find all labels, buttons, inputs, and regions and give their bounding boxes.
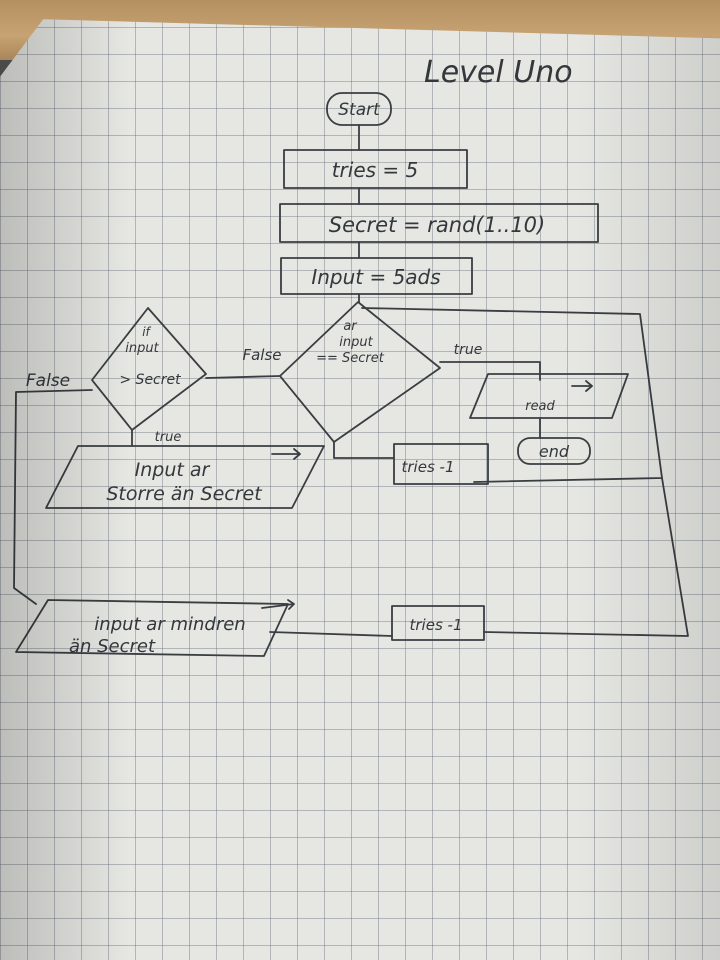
arrow-icon bbox=[271, 448, 301, 460]
decision-main-line2: input bbox=[339, 335, 373, 350]
secret-init-box bbox=[279, 203, 599, 243]
decision-main bbox=[279, 301, 441, 443]
output-greater-line2: Storre än Secret bbox=[106, 483, 263, 505]
false-main-label: False bbox=[242, 346, 281, 364]
page-title: Level Uno bbox=[424, 55, 573, 90]
input-init-box bbox=[280, 257, 473, 295]
true-left-label: true bbox=[155, 430, 182, 445]
connector bbox=[269, 631, 393, 637]
end-label: end bbox=[539, 442, 570, 461]
decision-main-line1: ar bbox=[343, 319, 358, 334]
decision-left-line2: input bbox=[125, 341, 159, 356]
arrow-icon bbox=[571, 380, 593, 392]
false-left-label: False bbox=[26, 371, 70, 391]
loop-back-line bbox=[361, 307, 663, 483]
tries-dec-bottom-label: tries -1 bbox=[410, 616, 463, 634]
output-less-line2: än Secret bbox=[69, 636, 156, 657]
decision-left-line1: if bbox=[142, 325, 151, 339]
decision-main-line3: == Secret bbox=[316, 351, 385, 366]
start-label: Start bbox=[338, 100, 381, 120]
connector bbox=[333, 441, 395, 459]
true-main-label: true bbox=[454, 342, 483, 358]
tries-init-label: tries = 5 bbox=[332, 158, 419, 182]
output-right-label: read bbox=[525, 399, 555, 414]
output-right-box bbox=[469, 373, 629, 419]
decision-left-line3: > Secret bbox=[119, 372, 181, 388]
output-greater-box bbox=[45, 445, 325, 509]
loop-back-line bbox=[483, 477, 689, 637]
output-greater-line1: Input ar bbox=[135, 459, 211, 481]
false-left-line bbox=[13, 389, 93, 605]
tries-dec-bottom-box bbox=[391, 605, 485, 641]
secret-init-label: Secret = rand(1..10) bbox=[329, 213, 546, 237]
arrow-icon bbox=[261, 599, 295, 610]
tries-init-box bbox=[283, 149, 468, 189]
end-terminal bbox=[517, 437, 591, 465]
output-less-line1: input ar mindren bbox=[94, 614, 245, 635]
output-less-box bbox=[15, 599, 289, 657]
false-main-arrow bbox=[205, 375, 281, 379]
tries-dec-mid-box bbox=[393, 443, 489, 485]
input-init-label: Input = 5ads bbox=[311, 265, 440, 289]
tries-dec-mid-label: tries -1 bbox=[402, 458, 455, 476]
true-main-arrow bbox=[439, 361, 541, 381]
